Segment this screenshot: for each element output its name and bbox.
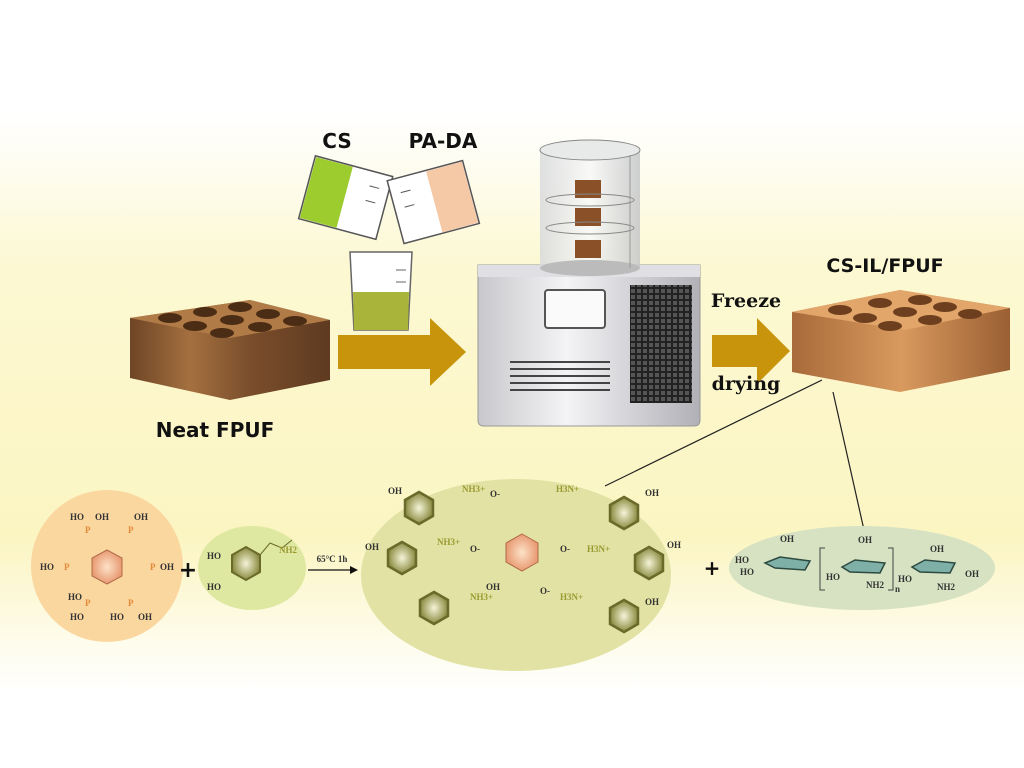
svg-text:HO: HO (70, 612, 84, 622)
svg-text:HO: HO (110, 612, 124, 622)
svg-text:OH: OH (365, 542, 379, 552)
freeze-label: Freeze (711, 290, 781, 312)
svg-text:P: P (150, 562, 156, 572)
svg-text:P: P (64, 562, 70, 572)
svg-text:HO: HO (68, 592, 82, 602)
svg-text:OH: OH (138, 612, 152, 622)
svg-text:P: P (85, 598, 91, 608)
svg-text:NH3+: NH3+ (470, 592, 493, 602)
svg-text:OH: OH (930, 544, 944, 554)
svg-text:NH3+: NH3+ (437, 537, 460, 547)
svg-text:H3N+: H3N+ (587, 544, 610, 554)
cs-beaker (297, 154, 394, 241)
svg-text:HO: HO (40, 562, 54, 572)
neat-fpuf-foam (130, 300, 330, 400)
phytic-acid-structure: HO OH P OH P HO P P OH HO P P HO HO OH (31, 490, 183, 642)
svg-text:OH: OH (486, 582, 500, 592)
svg-text:OH: OH (134, 512, 148, 522)
svg-text:OH: OH (645, 597, 659, 607)
reaction-condition: 65°C 1h (317, 554, 348, 564)
svg-text:P: P (128, 525, 134, 535)
svg-text:OH: OH (95, 512, 109, 522)
svg-text:HO: HO (70, 512, 84, 522)
product-label: CS-IL/FPUF (826, 255, 943, 277)
svg-text:HO: HO (735, 555, 749, 565)
plus-sign: + (704, 556, 721, 580)
arrow-right-icon (712, 318, 790, 384)
freeze-dryer (477, 139, 701, 427)
dopamine-structure: HO HO NH2 (198, 526, 306, 610)
arrow-right-icon (338, 318, 466, 386)
svg-text:HO: HO (898, 574, 912, 584)
svg-text:HO: HO (826, 572, 840, 582)
cs-il-fpuf-foam (792, 290, 1010, 392)
svg-text:P: P (85, 525, 91, 535)
svg-text:O-: O- (540, 586, 550, 596)
svg-text:OH: OH (780, 534, 794, 544)
ionic-liquid-structure: OH NH3+ O- H3N+ OH OH NH3+ O- O- H3N+ OH… (361, 479, 681, 671)
svg-text:OH: OH (388, 486, 402, 496)
pa-da-label: PA-DA (409, 129, 478, 153)
svg-text:NH2: NH2 (279, 545, 298, 555)
svg-text:OH: OH (160, 562, 174, 572)
svg-text:O-: O- (470, 544, 480, 554)
drying-label: drying (712, 373, 781, 395)
plus-sign: + (179, 558, 197, 583)
neat-fpuf-label: Neat FPUF (156, 418, 275, 442)
svg-text:HO: HO (740, 567, 754, 577)
svg-text:OH: OH (667, 540, 681, 550)
svg-text:OH: OH (858, 535, 872, 545)
pa-da-beaker (386, 159, 481, 245)
connector-line (832, 391, 865, 531)
svg-text:OH: OH (965, 569, 979, 579)
svg-text:H3N+: H3N+ (560, 592, 583, 602)
svg-text:O-: O- (560, 544, 570, 554)
svg-text:NH2: NH2 (866, 580, 885, 590)
cs-label: CS (322, 129, 351, 153)
mixture-beaker (349, 251, 413, 331)
connector-line (604, 379, 823, 487)
svg-text:O-: O- (490, 489, 500, 499)
svg-text:P: P (128, 598, 134, 608)
svg-text:NH3+: NH3+ (462, 484, 485, 494)
svg-text:HO: HO (207, 551, 221, 561)
svg-text:n: n (895, 584, 900, 594)
svg-text:HO: HO (207, 582, 221, 592)
svg-text:OH: OH (645, 488, 659, 498)
arrow-head-icon (350, 566, 358, 574)
svg-text:NH2: NH2 (937, 582, 956, 592)
svg-text:H3N+: H3N+ (556, 484, 579, 494)
chitosan-structure: OH HO HO OH HO NH2 n OH HO NH2 OH (729, 526, 995, 610)
